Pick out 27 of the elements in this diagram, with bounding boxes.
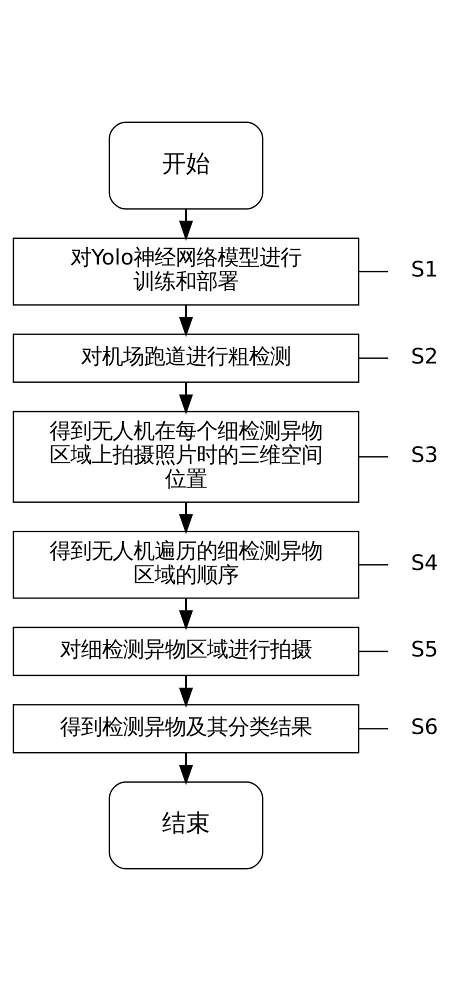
arrow [179,676,194,708]
arrow [179,598,194,630]
arrow [179,305,194,338]
node-box: 对Yolo神经网络模型进行训练和部署 [12,238,360,306]
node-box: 对机场跑道进行粗检测 [12,334,360,383]
node-box: 对细检测异物区域进行拍摄 [12,626,360,676]
node-text: S4 [411,550,438,576]
connector [358,564,388,566]
node-text: S3 [411,442,438,468]
connector [358,456,388,458]
connector [358,358,388,359]
connector [358,270,388,272]
node-box: 结束 [108,781,264,870]
node-text: S2 [411,344,438,370]
node-text: S5 [411,637,438,662]
connector [358,728,388,730]
arrow [179,752,194,786]
node-box: 开始 [108,122,264,210]
node-box: 得到无人机遍历的细检测异物区域的顺序 [12,530,360,599]
node-box: 得到检测异物及其分类结果 [12,704,360,754]
arrow [179,502,194,534]
arrow [179,382,194,414]
node-text: S1 [411,258,438,283]
connector [358,650,388,652]
arrow [179,208,194,241]
node-box: 得到无人机在每个细检测异物区域上拍摄照片时的三维空间位置 [12,410,360,503]
node-text: S6 [411,714,438,740]
